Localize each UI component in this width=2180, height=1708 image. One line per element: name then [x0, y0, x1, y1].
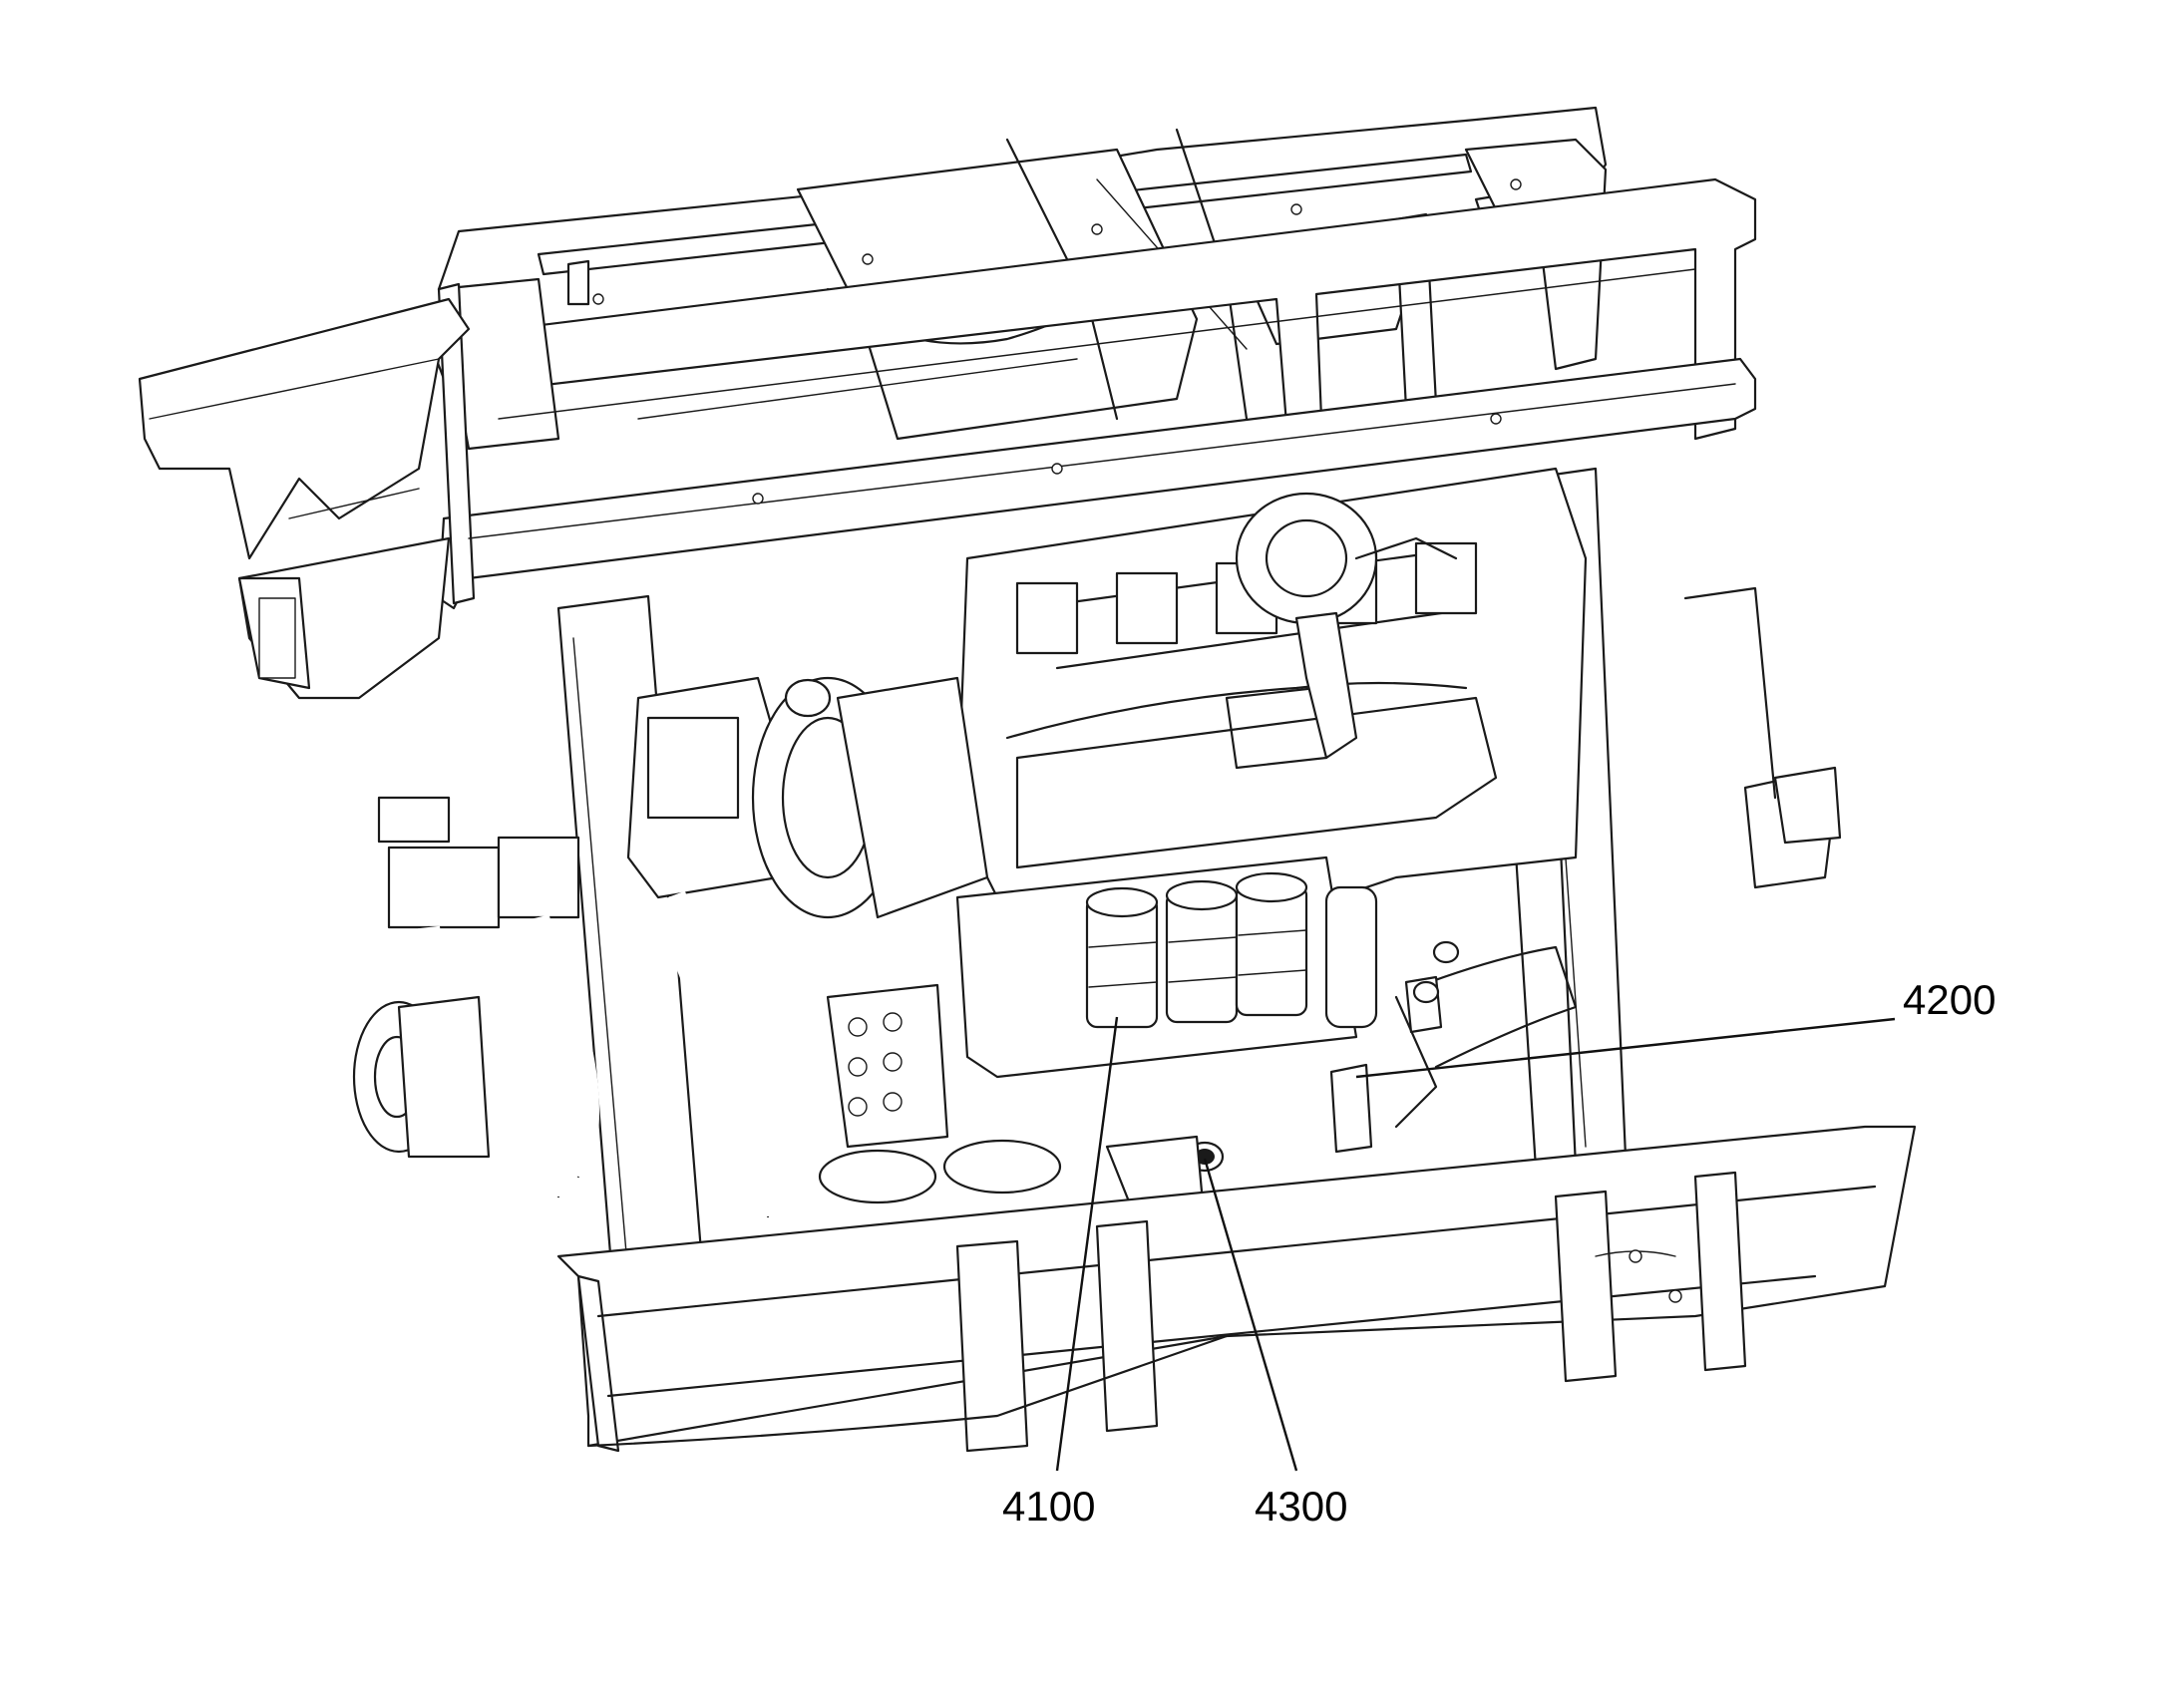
callout-4300: 4300 [1255, 1483, 1347, 1530]
engine-block [955, 467, 1588, 929]
fasteners [592, 178, 1682, 1303]
valve-block [826, 983, 949, 1149]
right-frame [1683, 586, 1842, 889]
hydraulic-hoses [418, 890, 786, 1218]
callout-4200: 4200 [1903, 976, 1996, 1023]
leader-lines [1055, 1016, 1896, 1472]
bottom-flanges [818, 1139, 1062, 1204]
turbocharger [1235, 492, 1458, 760]
leader-4100 [1055, 1016, 1119, 1472]
lower-skid [556, 1125, 1917, 1453]
leader-4200 [1355, 1017, 1896, 1079]
hydraulic-pump [377, 676, 989, 929]
leader-4300 [1203, 1158, 1298, 1472]
left-frame-arm [138, 297, 471, 700]
fuel-lines [1329, 940, 1578, 1154]
pto-flange [352, 995, 491, 1159]
callout-4100: 4100 [1002, 1483, 1095, 1530]
filter-bank [955, 855, 1378, 1079]
top-cross-frame [427, 177, 1757, 610]
